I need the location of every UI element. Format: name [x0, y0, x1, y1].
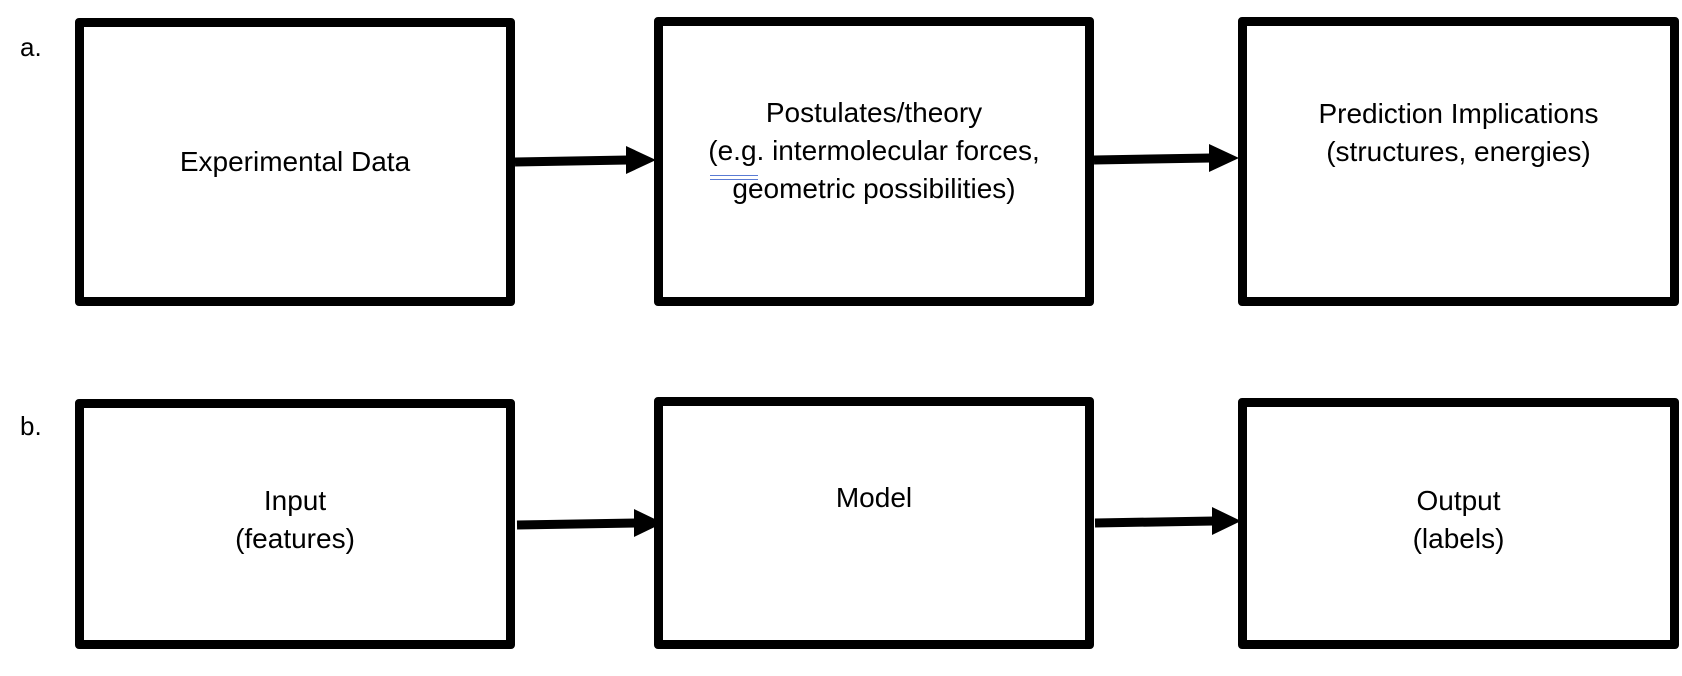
prediction-implications-text: Prediction Implications (structures, ene… — [1318, 97, 1599, 167]
spellcheck-underline — [710, 175, 758, 180]
postulates-theory-box: Postulates/theory (e.g. intermolecular f… — [654, 17, 1094, 306]
experimental-data-text: Experimental Data — [179, 146, 411, 177]
model-box: Model — [654, 397, 1094, 649]
input-features-text: Input (features) — [235, 485, 355, 554]
panel-b-label: b. — [20, 411, 42, 441]
arrow-experimental-to-postulates — [514, 146, 656, 174]
experimental-data-box: Experimental Data — [75, 18, 515, 306]
arrow-model-to-output — [1094, 507, 1241, 535]
prediction-implications-box: Prediction Implications (structures, ene… — [1238, 17, 1679, 306]
postulates-theory-text: Postulates/theory (e.g. intermolecular f… — [708, 96, 1040, 204]
model-text: Model — [835, 482, 913, 513]
input-features-box: Input (features) — [75, 399, 515, 649]
arrow-input-to-model — [516, 509, 663, 537]
panel-a-label: a. — [20, 32, 42, 62]
arrow-postulates-to-prediction — [1093, 144, 1239, 172]
output-labels-text: Output (labels) — [1412, 484, 1505, 554]
output-labels-box: Output (labels) — [1238, 398, 1679, 649]
